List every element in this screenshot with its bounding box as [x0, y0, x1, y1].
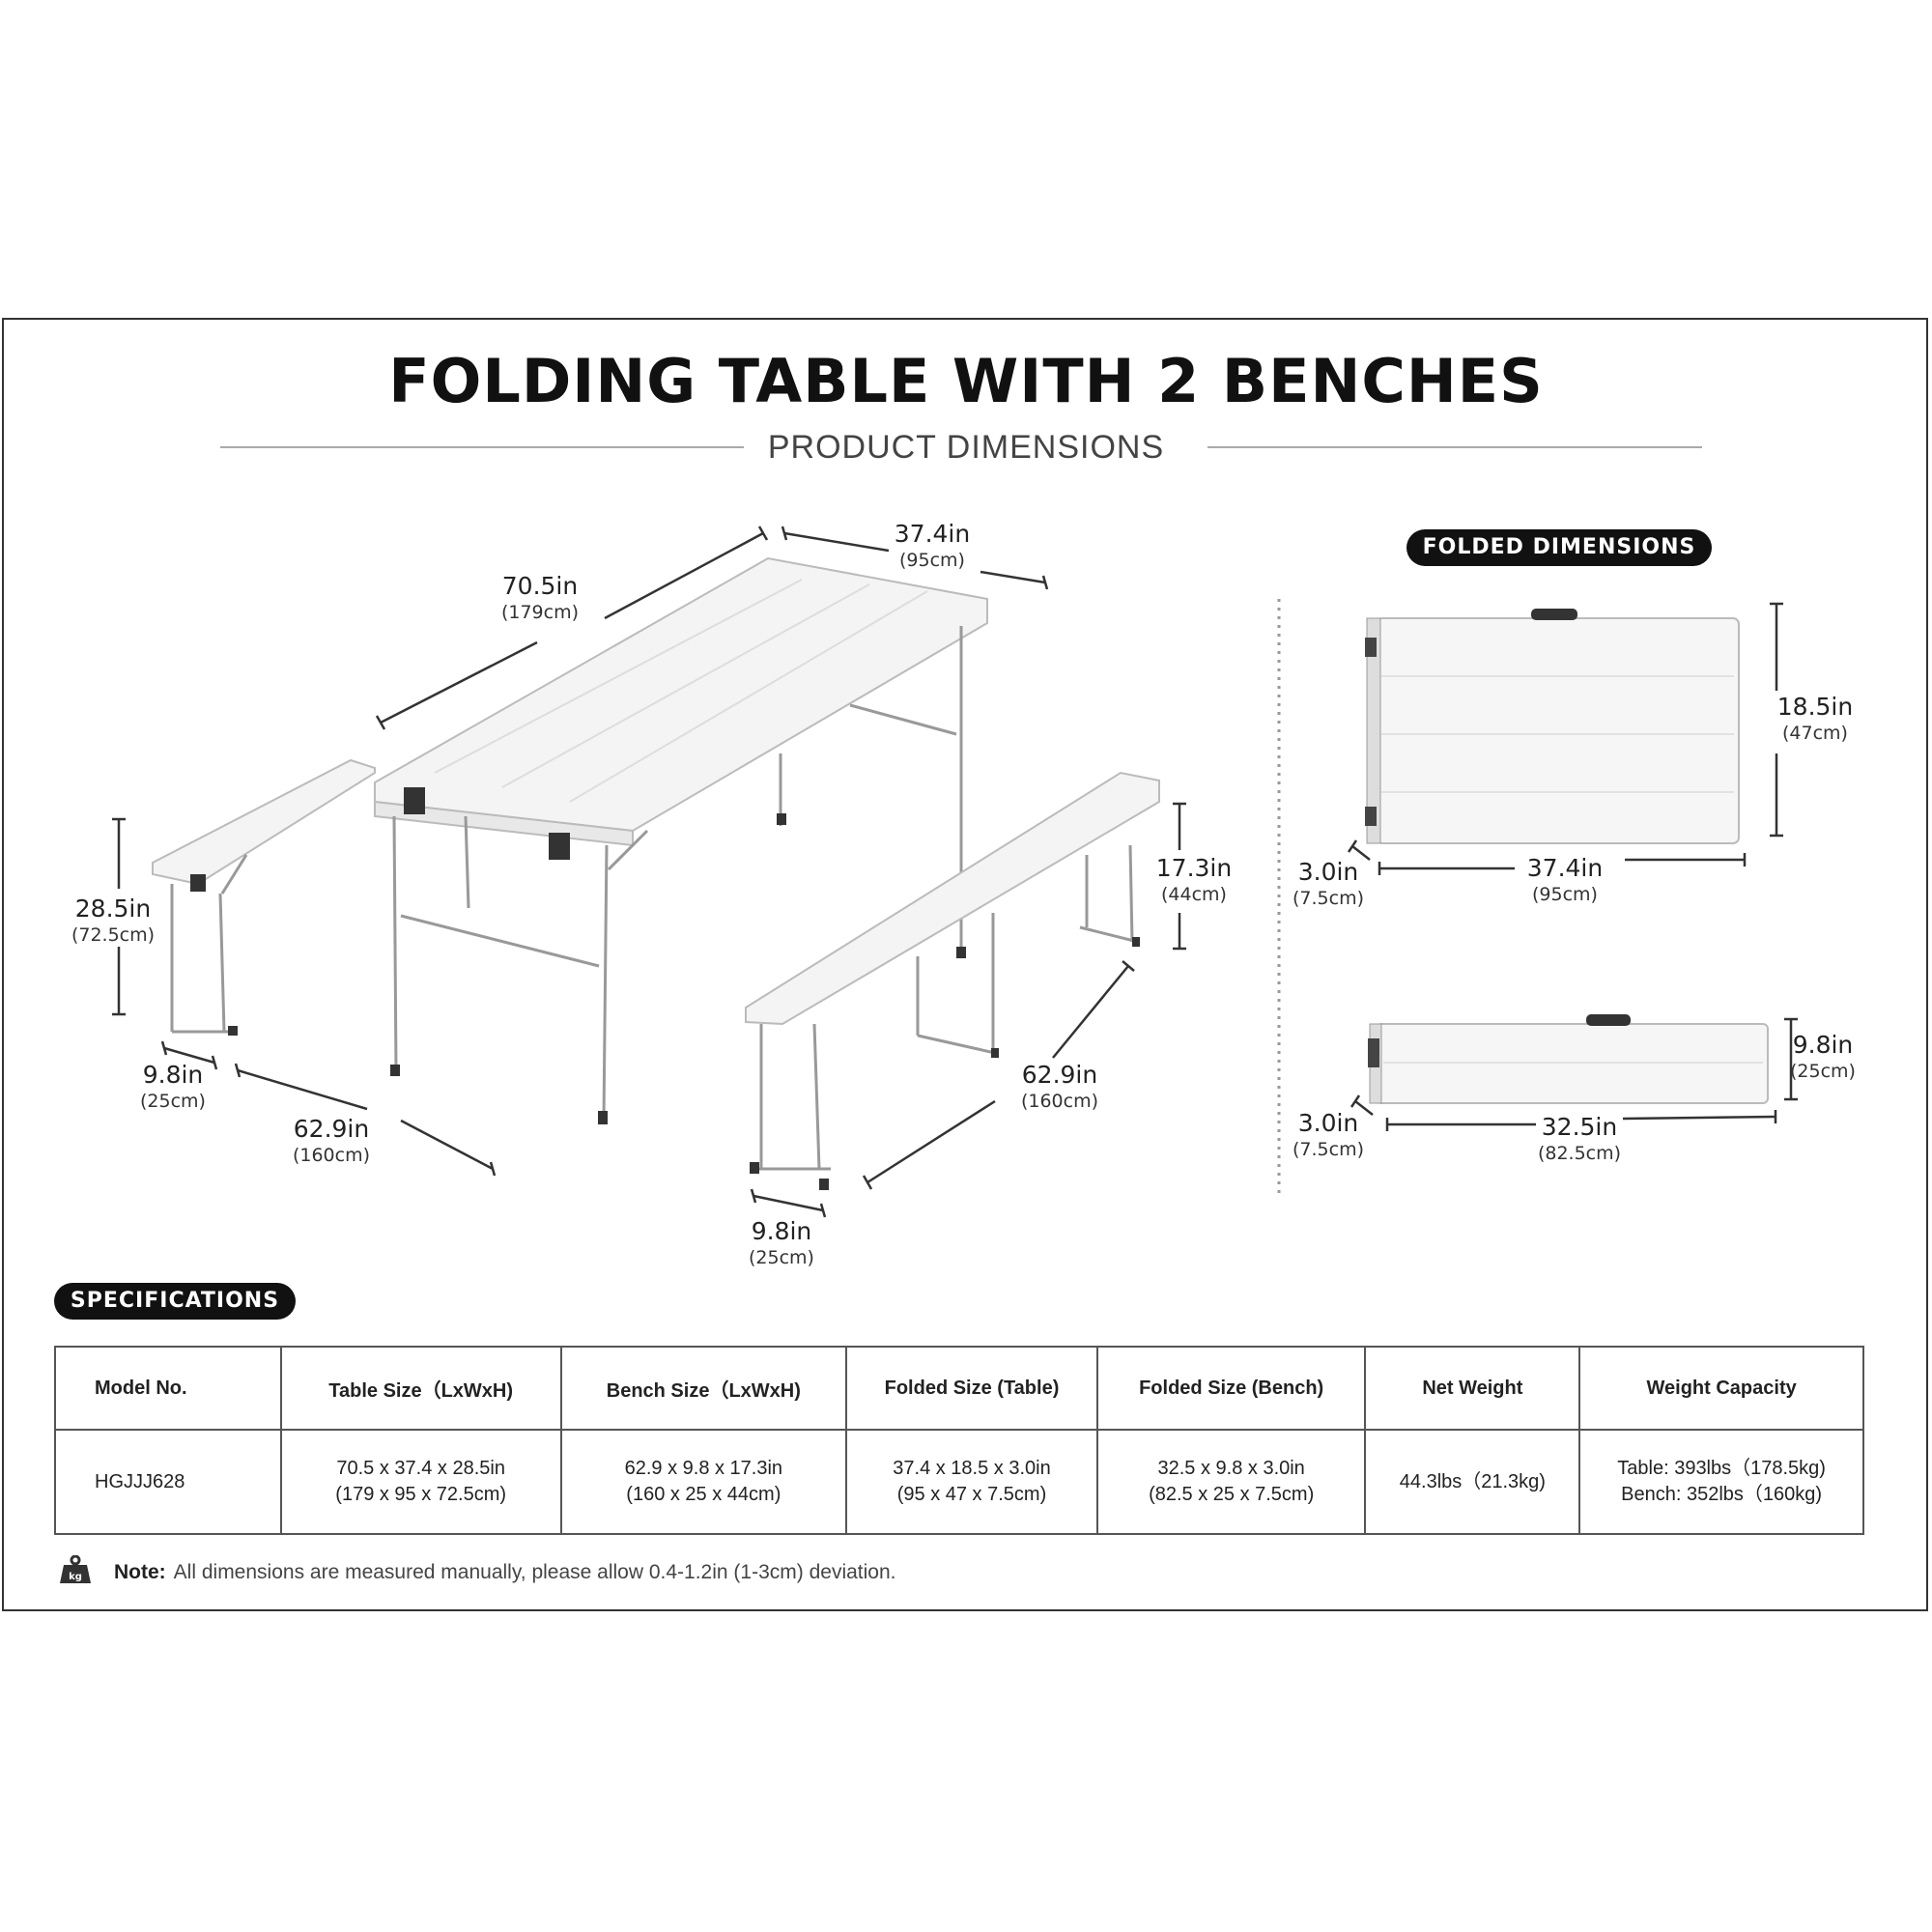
- right-bench-illustration: [745, 771, 1160, 1171]
- bench-height-label: 17.3in(44cm): [1155, 854, 1233, 905]
- note: kg Note: All dimensions are measured man…: [58, 1554, 896, 1590]
- folded-bench-height-label: 9.8in(25cm): [1790, 1031, 1856, 1082]
- header-net-weight: Net Weight: [1364, 1346, 1581, 1431]
- dimension-lines: [112, 526, 1798, 1218]
- left-bench-illustration: [152, 758, 376, 1034]
- specifications-table: Model No. Table Size（LxWxH) Bench Size（L…: [54, 1346, 1864, 1535]
- divider-left: [220, 446, 744, 448]
- cell-net-weight: 44.3lbs（21.3kg): [1364, 1429, 1581, 1535]
- folded-table-height-label: 18.5in(47cm): [1776, 693, 1854, 744]
- cell-weight-capacity: Table: 393lbs（178.5kg) Bench: 352lbs（160…: [1578, 1429, 1864, 1535]
- folded-dimensions-badge: FOLDED DIMENSIONS: [1406, 529, 1712, 566]
- capacity-table: Table: 393lbs（178.5kg): [1617, 1458, 1826, 1479]
- note-label: Note:: [114, 1561, 166, 1583]
- header-bench-size: Bench Size（LxWxH): [559, 1346, 848, 1431]
- page-subtitle: PRODUCT DIMENSIONS: [767, 429, 1165, 466]
- header-folded-table: Folded Size (Table): [845, 1346, 1098, 1431]
- folded-bench-cm: (82.5 x 25 x 7.5cm): [1149, 1484, 1315, 1505]
- right-bench-width-label: 9.8in(25cm): [749, 1217, 814, 1268]
- left-bench-length-label: 62.9in(160cm): [292, 1115, 371, 1166]
- table-row: HGJJJ628 70.5 x 37.4 x 28.5in (179 x 95 …: [54, 1429, 1864, 1535]
- cell-table-size: 70.5 x 37.4 x 28.5in (179 x 95 x 72.5cm): [279, 1429, 562, 1535]
- cell-folded-bench: 32.5 x 9.8 x 3.0in (82.5 x 25 x 7.5cm): [1095, 1429, 1367, 1535]
- folded-bench-depth-label: 3.0in(7.5cm): [1293, 1109, 1364, 1160]
- folded-bench-length-label: 32.5in(82.5cm): [1537, 1113, 1622, 1164]
- cell-model: HGJJJ628: [54, 1429, 282, 1535]
- page-title: FOLDING TABLE WITH 2 BENCHES: [388, 346, 1544, 416]
- cell-folded-table: 37.4 x 18.5 x 3.0in (95 x 47 x 7.5cm): [845, 1429, 1098, 1535]
- header-table-size: Table Size（LxWxH): [279, 1346, 562, 1431]
- header-weight-capacity: Weight Capacity: [1578, 1346, 1864, 1431]
- folded-table-in: 37.4 x 18.5 x 3.0in: [893, 1458, 1051, 1479]
- folded-table-depth-label: 3.0in(7.5cm): [1293, 858, 1364, 909]
- table-header-row: Model No. Table Size（LxWxH) Bench Size（L…: [54, 1346, 1864, 1431]
- scale-weight-icon: kg: [58, 1554, 93, 1590]
- capacity-bench: Bench: 352lbs（160kg): [1621, 1484, 1823, 1505]
- cell-bench-size: 62.9 x 9.8 x 17.3in (160 x 25 x 44cm): [559, 1429, 848, 1535]
- left-bench-clamp: [190, 874, 238, 1036]
- specifications-badge: SPECIFICATIONS: [54, 1283, 296, 1320]
- table-width-label: 37.4in(95cm): [894, 520, 971, 571]
- folded-table-cm: (95 x 47 x 7.5cm): [896, 1484, 1047, 1505]
- folded-bench-illustration: [1368, 1014, 1769, 1104]
- folded-table-length-label: 37.4in(95cm): [1526, 854, 1604, 905]
- table-height-label: 28.5in(72.5cm): [71, 895, 156, 946]
- svg-text:kg: kg: [69, 1572, 82, 1582]
- bench-size-cm: (160 x 25 x 44cm): [626, 1484, 781, 1505]
- bench-size-in: 62.9 x 9.8 x 17.3in: [624, 1458, 783, 1479]
- header-model: Model No.: [54, 1346, 282, 1431]
- right-bench-length-label: 62.9in(160cm): [1020, 1061, 1099, 1112]
- table-illustration: [374, 556, 988, 1122]
- header-folded-bench: Folded Size (Bench): [1095, 1346, 1367, 1431]
- note-text: All dimensions are measured manually, pl…: [173, 1561, 896, 1583]
- folded-bench-in: 32.5 x 9.8 x 3.0in: [1157, 1458, 1305, 1479]
- folded-table-illustration: [1365, 609, 1740, 844]
- right-bench-feet: [750, 937, 1140, 1190]
- table-size-cm: (179 x 95 x 72.5cm): [335, 1484, 507, 1505]
- table-size-in: 70.5 x 37.4 x 28.5in: [336, 1458, 505, 1479]
- divider-right: [1208, 446, 1702, 448]
- left-bench-width-label: 9.8in(25cm): [140, 1061, 206, 1112]
- table-feet: [390, 787, 966, 1124]
- table-length-label: 70.5in(179cm): [500, 572, 580, 623]
